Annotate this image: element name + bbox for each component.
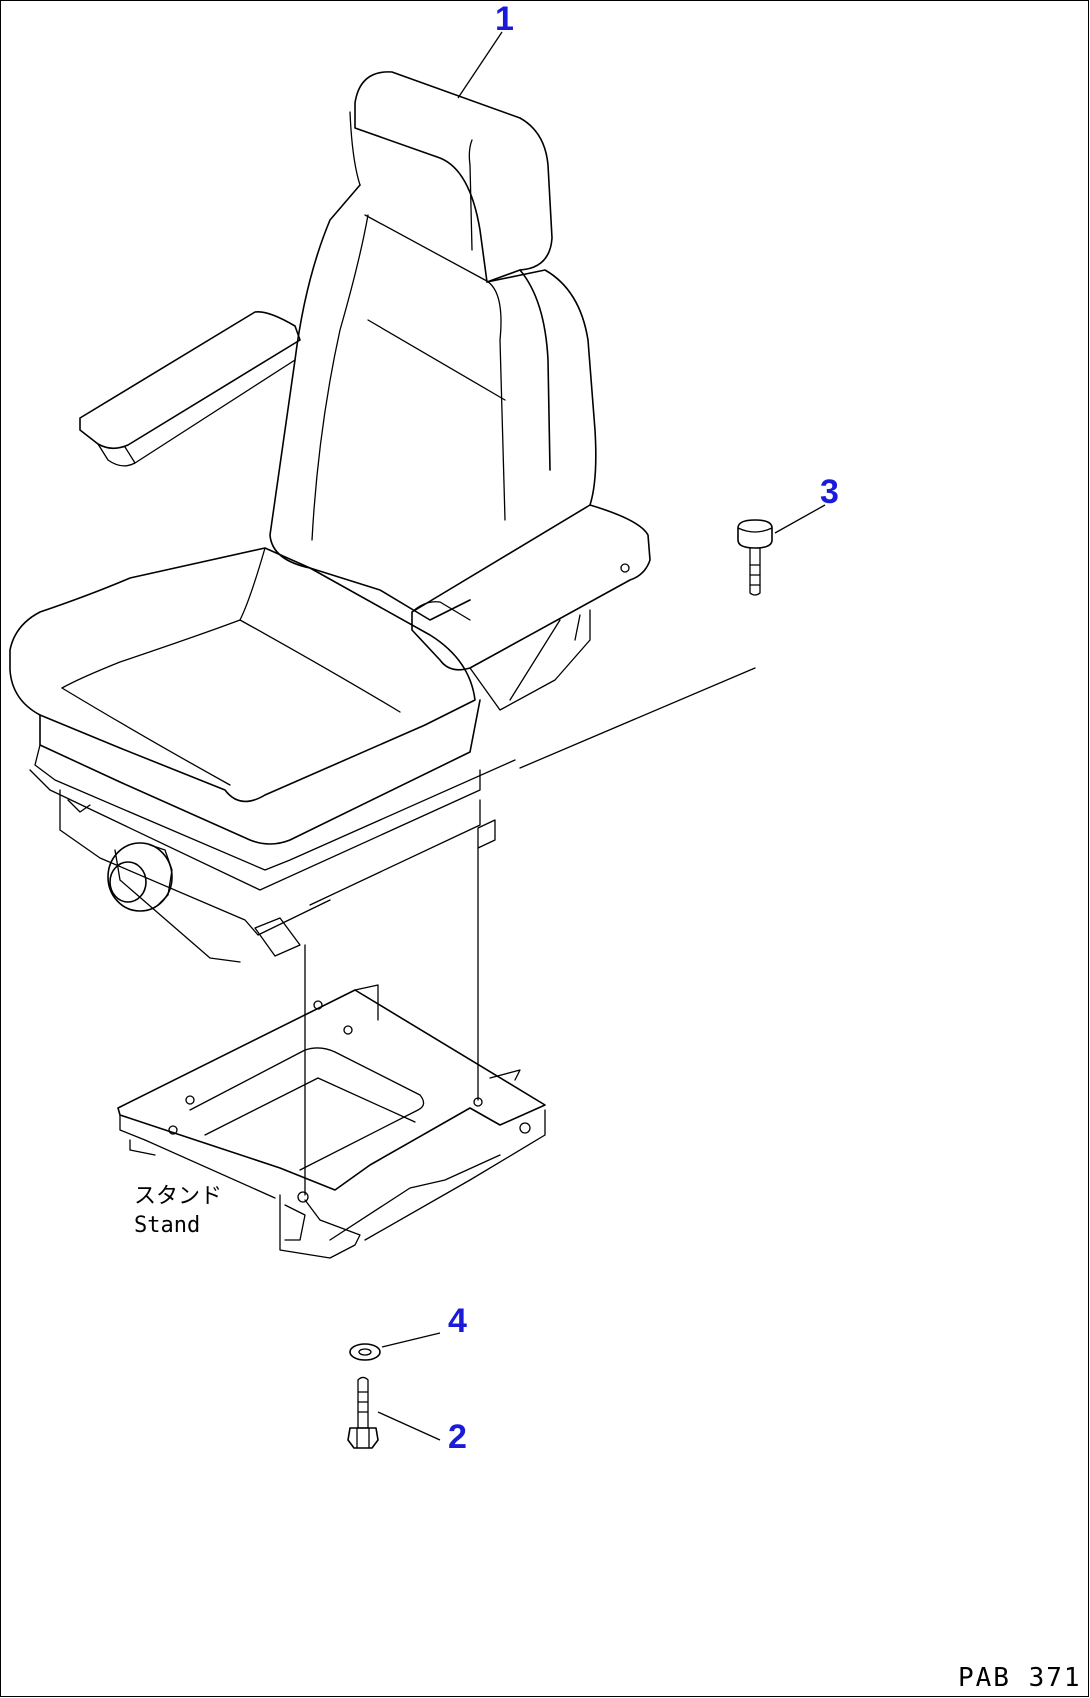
callout-4[interactable]: 4 xyxy=(448,1302,467,1340)
right-armrest xyxy=(411,504,651,711)
reference-line xyxy=(519,667,756,769)
stand-label-jp: スタンド xyxy=(134,1184,222,1209)
left-armrest xyxy=(79,310,301,467)
bolt-bottom-icon[interactable] xyxy=(347,1376,379,1449)
seat-cushion xyxy=(9,547,481,845)
leader-line-3 xyxy=(774,504,826,534)
stand-label-en: Stand xyxy=(134,1213,200,1238)
backrest xyxy=(269,184,597,621)
leader-line-4 xyxy=(381,1332,441,1348)
callout-2[interactable]: 2 xyxy=(448,1418,467,1456)
leader-line-2 xyxy=(377,1411,441,1441)
seat-suspension xyxy=(29,744,516,963)
seat-assembly[interactable] xyxy=(9,71,756,963)
mounting-stand xyxy=(117,847,546,1259)
adjustment-knob-icon[interactable] xyxy=(107,842,173,912)
bolt-top-icon[interactable] xyxy=(737,519,773,596)
washer-icon[interactable] xyxy=(349,1343,381,1361)
callout-1[interactable]: 1 xyxy=(495,0,514,38)
callout-3[interactable]: 3 xyxy=(820,473,839,511)
leader-line-1 xyxy=(457,31,503,99)
headrest xyxy=(349,71,553,283)
drawing-code: PAB 371 xyxy=(958,1663,1082,1693)
